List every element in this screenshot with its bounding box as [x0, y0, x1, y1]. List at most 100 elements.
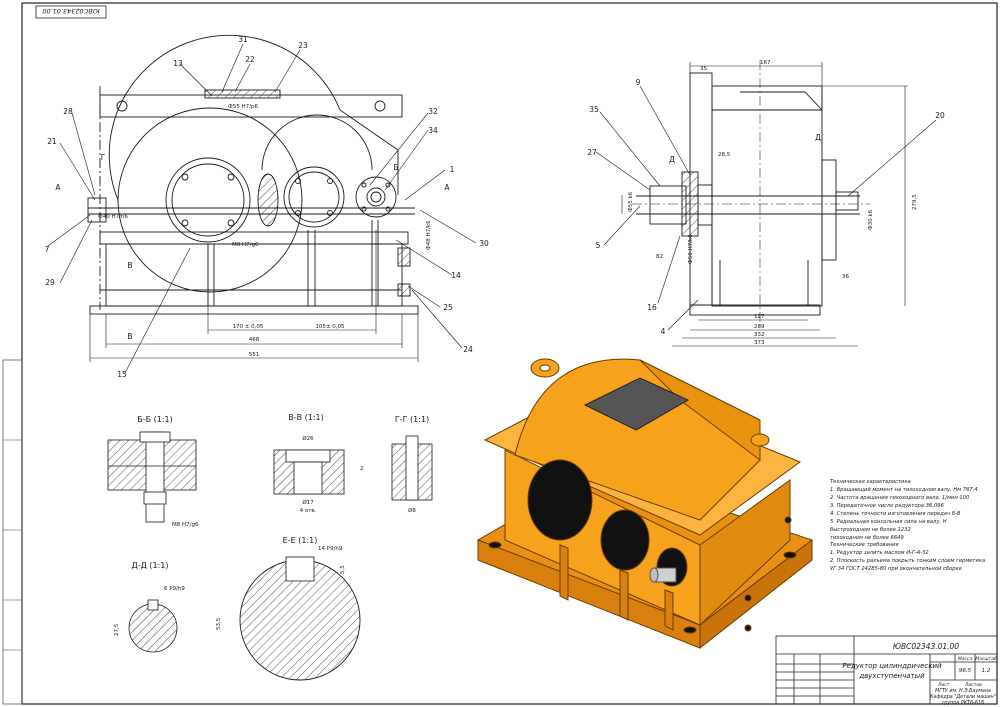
callout-16: 16	[647, 303, 657, 312]
svg-text:551: 551	[249, 352, 260, 358]
svg-text:Листов: Листов	[964, 682, 982, 688]
svg-text:M8 H7/g6: M8 H7/g6	[232, 242, 259, 248]
tech-specs: Техническая характеристика 1. Вращающий …	[830, 479, 978, 541]
callout-29: 29	[45, 278, 55, 287]
tech-requirements-heading: Технические требования	[830, 542, 899, 548]
svg-text:6 P9/h9: 6 P9/h9	[164, 586, 185, 592]
svg-text:36: 36	[842, 274, 849, 280]
svg-text:5,5: 5,5	[340, 565, 346, 574]
svg-text:Лист: Лист	[937, 682, 950, 688]
callout-21: 21	[47, 137, 57, 146]
section-bb: Б-Б (1:1) M8 H7/g6	[107, 415, 199, 528]
front-view	[87, 34, 419, 315]
svg-text:1. Редуктор залить маслом И-Г-: 1. Редуктор залить маслом И-Г-А-32	[830, 550, 929, 556]
side-view	[632, 60, 870, 330]
section-mark-d-side: Д	[669, 155, 675, 164]
svg-text:105± 0,05: 105± 0,05	[315, 324, 345, 330]
callout-22: 22	[245, 55, 255, 64]
svg-text:Ø26: Ø26	[302, 435, 314, 442]
section-dd-title: Д-Д (1:1)	[131, 561, 168, 570]
callout-35: 35	[589, 105, 599, 114]
callout-20: 20	[935, 111, 945, 120]
svg-text:289: 289	[754, 324, 765, 330]
section-mark-a-left: А	[55, 183, 61, 192]
callout-34: 34	[428, 126, 438, 135]
front-view-labels: 31 22 23 13 28 32 34 21 1 Г Б 7 29 30 14…	[45, 35, 489, 379]
section-mark-g: Г	[101, 153, 106, 162]
section-gg-title: Г-Г (1:1)	[395, 415, 429, 424]
section-ee: Е-Е (1:1) 14 P9/h9 5,5 53,5	[216, 536, 361, 681]
svg-text:468: 468	[249, 337, 260, 343]
svg-text:быстроходном не более: быстроходном не более 1232	[830, 527, 911, 533]
svg-text:Ф30 k6: Ф30 k6	[868, 209, 874, 230]
svg-text:Ø8: Ø8	[408, 507, 416, 514]
svg-text:1. Вращающий момент на тихохо: 1. Вращающий момент на тихоходном валу, …	[830, 487, 978, 493]
side-view-labels: 9 35 27 20 5 16 4 Д Д	[587, 78, 945, 336]
mass-value: 96.5	[959, 668, 972, 674]
svg-text:УГ 34 ГОСТ 24285-80 при оконча: УГ 34 ГОСТ 24285-80 при окончательной сб…	[830, 566, 962, 572]
scale-value: 1:2	[982, 668, 991, 674]
callout-15: 15	[117, 370, 127, 379]
section-mark-b: Б	[393, 163, 398, 172]
svg-text:82: 82	[656, 254, 663, 260]
svg-text:2. Плоскость разъема покрыть т: 2. Плоскость разъема покрыть тонким слое…	[830, 558, 985, 564]
section-dd: Д-Д (1:1) 6 P9/h9 27,5	[114, 561, 185, 653]
svg-text:Ф40 H7/n6: Ф40 H7/n6	[98, 214, 128, 220]
left-margin-strip	[2, 359, 23, 705]
callout-30: 30	[479, 239, 489, 248]
callout-14: 14	[451, 271, 461, 280]
callout-5: 5	[596, 241, 601, 250]
org-line-1: МГТУ им. Н.Э.Баумана	[935, 688, 991, 694]
svg-text:27,5: 27,5	[114, 623, 120, 636]
section-mark-v-bottom: В	[127, 332, 132, 341]
svg-text:Ф48 H7/k6: Ф48 H7/k6	[426, 220, 432, 250]
tech-specs-heading: Техническая характеристика	[830, 479, 911, 485]
gearbox-3d-render	[476, 358, 814, 650]
section-gg: Г-Г (1:1) Ø8	[391, 415, 433, 514]
title-block	[775, 635, 998, 705]
org-line-3: группа РКТ6-61Б	[942, 700, 985, 706]
svg-text:Ø17: Ø17	[302, 499, 314, 506]
svg-text:3. Передаточное число редукто: 3. Передаточное число редуктора 36,096	[830, 503, 944, 509]
section-vv: В-В (1:1) Ø26 Ø17 4 отв. 2	[273, 413, 364, 514]
svg-text:2: 2	[360, 466, 364, 472]
svg-text:5. Радиальная консольная сила: 5. Радиальная консольная сила на валу, Н	[830, 519, 947, 525]
section-mark-a-right: А	[444, 183, 450, 192]
svg-text:28,5: 28,5	[718, 152, 731, 158]
svg-text:4. Степень точности изготовле: 4. Степень точности изготовления передач…	[830, 511, 961, 517]
svg-text:M8 H7/g6: M8 H7/g6	[172, 522, 199, 528]
callout-23: 23	[298, 41, 308, 50]
title-line-1: Редуктор цилиндрический	[842, 662, 942, 670]
section-vv-title: В-В (1:1)	[288, 413, 324, 422]
top-stamp-text: ЮВС02343.01.00	[42, 7, 99, 15]
middle-cover	[600, 509, 650, 571]
title-block-text: ЮВС02343.01.00 Редуктор цилиндрический д…	[842, 642, 996, 706]
callout-7: 7	[45, 245, 50, 254]
sheet-frame	[21, 2, 998, 705]
section-ee-title: Е-Е (1:1)	[283, 536, 318, 545]
svg-text:332: 332	[754, 332, 765, 338]
svg-text:Масштаб: Масштаб	[975, 656, 997, 662]
tech-requirements: Технические требования 1. Редуктор залит…	[830, 542, 985, 572]
designation: ЮВС02343.01.00	[893, 642, 959, 651]
svg-text:170 ± 0,05: 170 ± 0,05	[233, 324, 264, 330]
top-stamp-box	[35, 5, 107, 19]
svg-text:4 отв.: 4 отв.	[300, 508, 317, 514]
callout-1: 1	[450, 165, 455, 174]
svg-text:2. Частота вращения тихоходно: 2. Частота вращения тихоходного вала, 1/…	[830, 495, 970, 501]
section-bb-title: Б-Б (1:1)	[137, 415, 173, 424]
callout-31: 31	[238, 35, 248, 44]
callout-9: 9	[636, 78, 641, 87]
svg-text:279,5: 279,5	[912, 194, 918, 210]
side-view-dims	[595, 62, 937, 347]
callout-13: 13	[173, 59, 183, 68]
svg-text:Ф55 k6: Ф55 k6	[628, 191, 634, 212]
svg-text:167: 167	[760, 60, 771, 66]
callout-4: 4	[661, 327, 666, 336]
svg-text:35: 35	[700, 66, 707, 72]
callout-24: 24	[463, 345, 473, 354]
callout-27: 27	[587, 148, 597, 157]
svg-text:14 P9/h9: 14 P9/h9	[318, 546, 343, 552]
section-mark-v-top: В	[127, 261, 132, 270]
